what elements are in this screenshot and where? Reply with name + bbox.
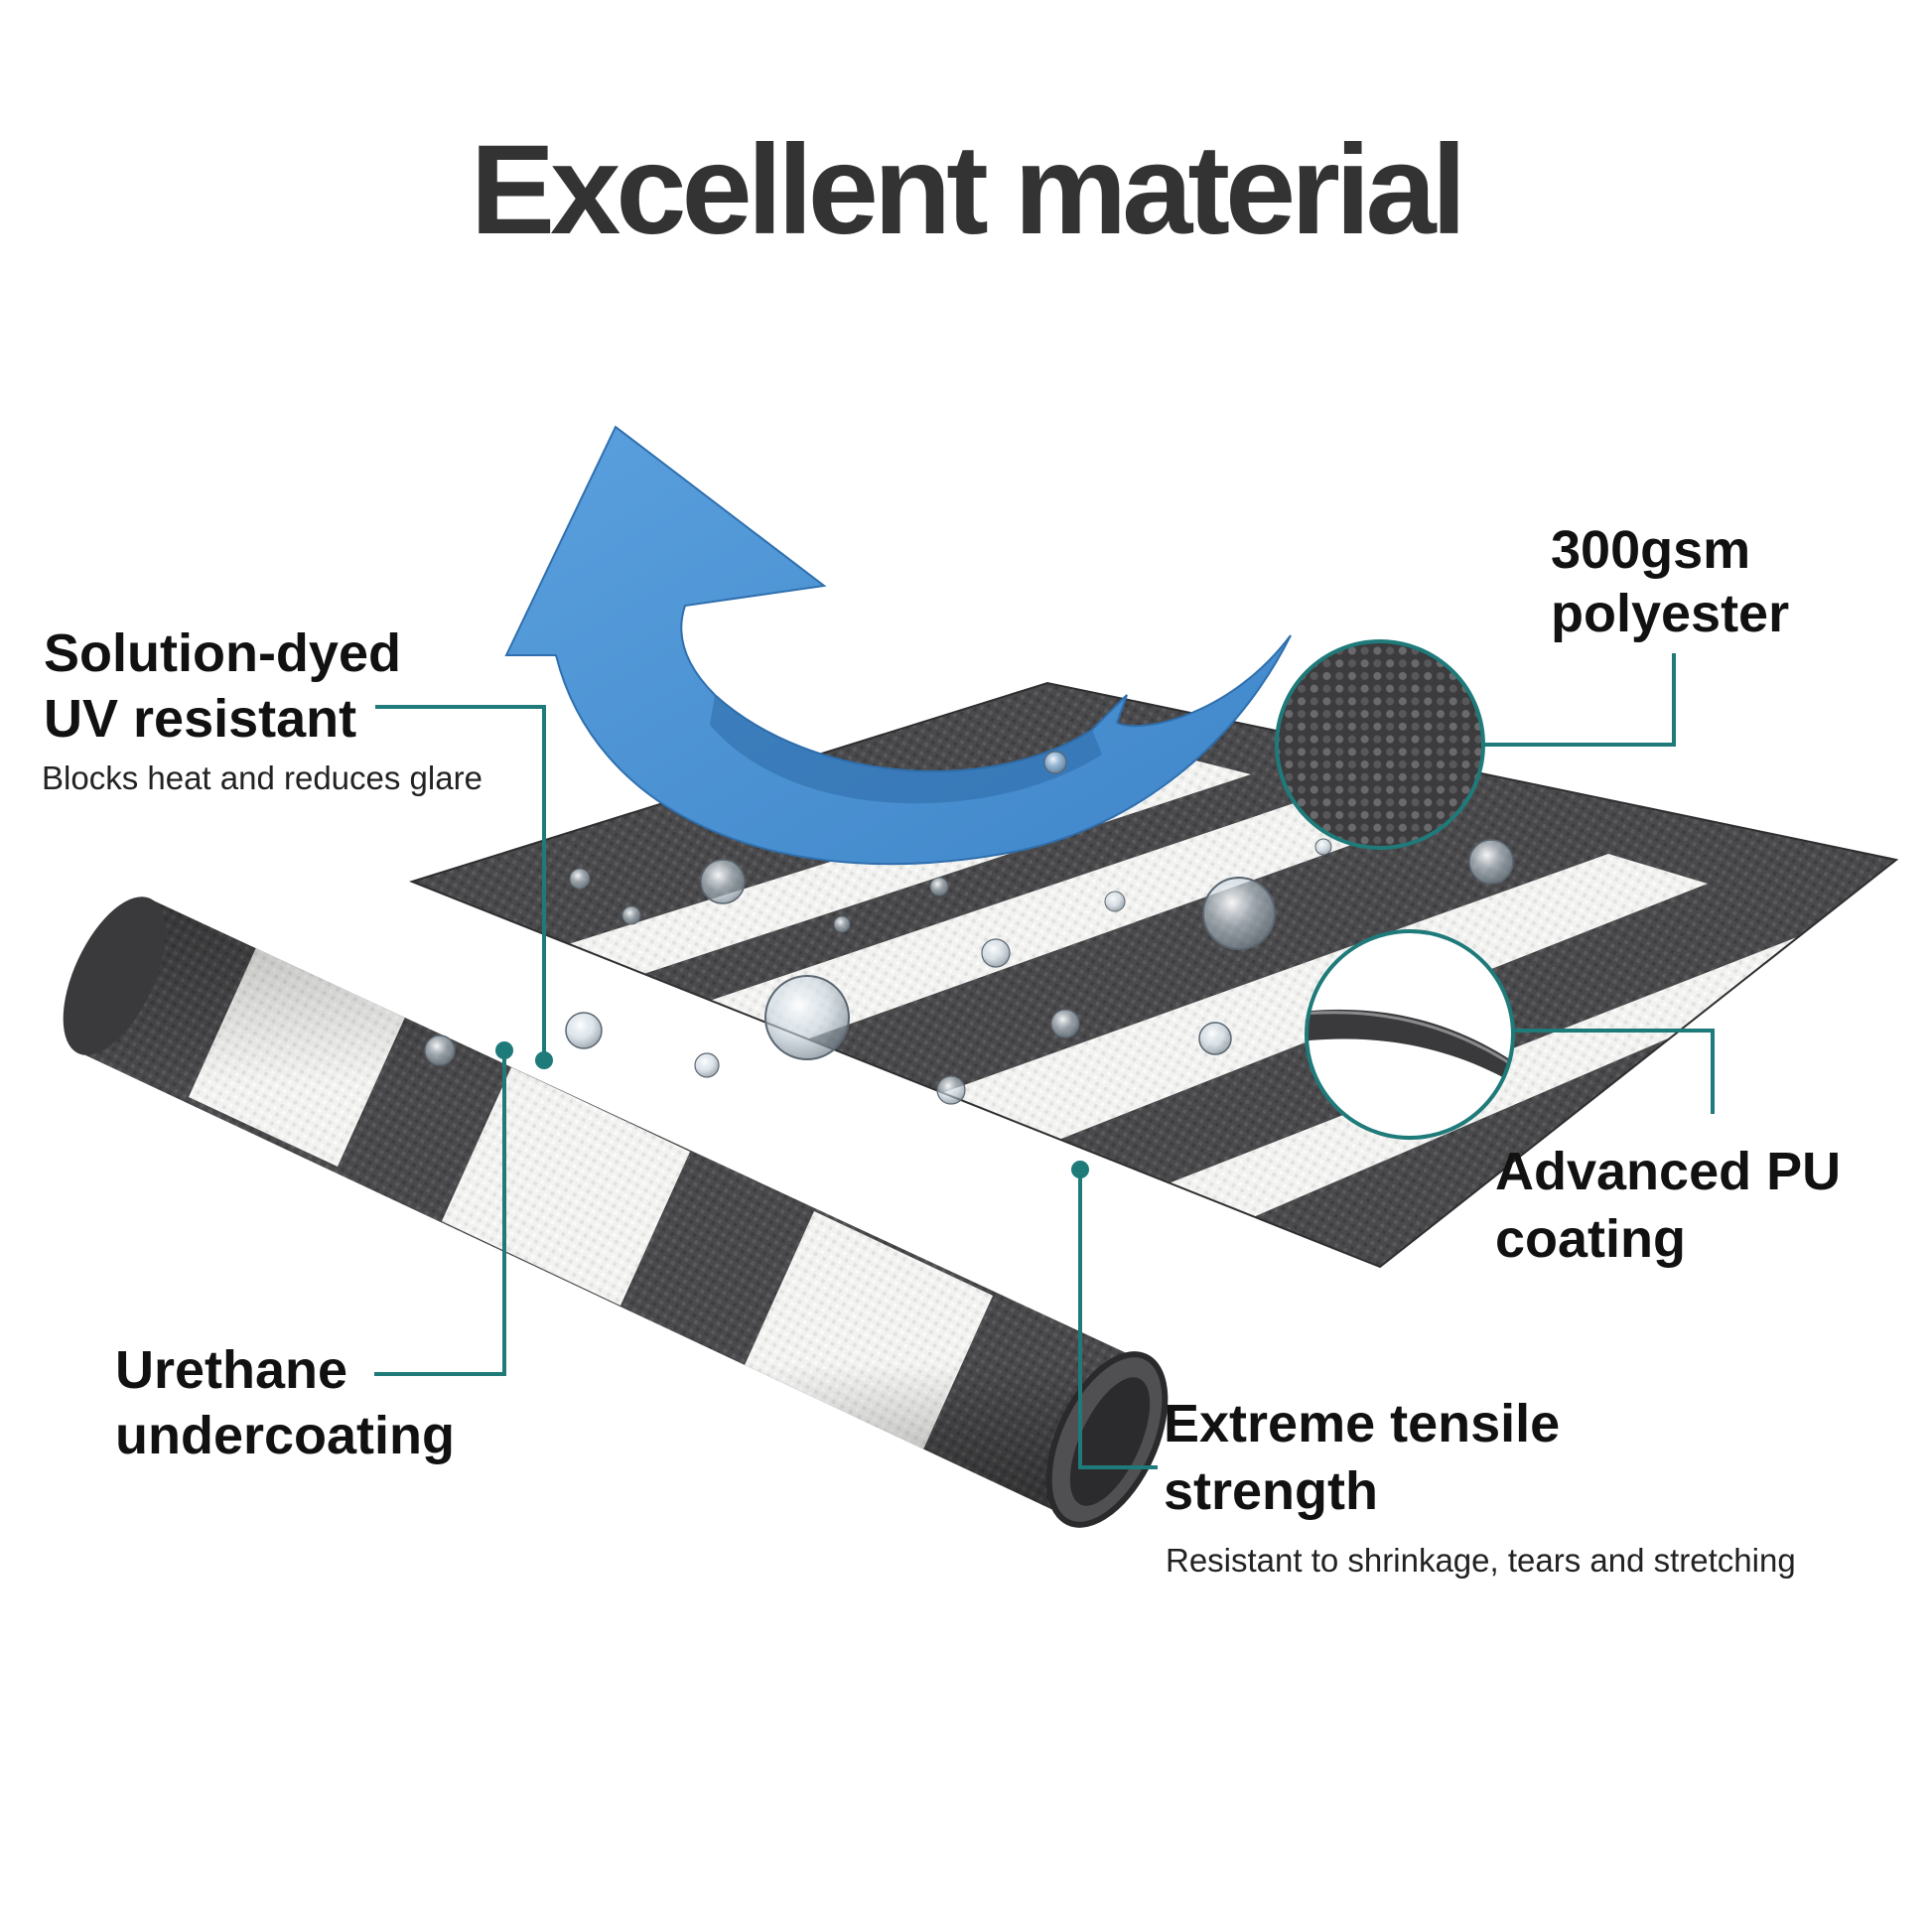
pu-coating-label-line2: coating: [1495, 1209, 1687, 1269]
urethane-label-line2: undercoating: [115, 1406, 456, 1465]
callout-dots: [495, 1041, 1089, 1178]
tensile-label-line2: strength: [1164, 1461, 1378, 1521]
pu-coating-magnifier: [1305, 929, 1515, 1140]
solution-dyed-label-line2: UV resistant: [44, 689, 357, 749]
polyester-weave-magnifier: [1275, 639, 1485, 850]
solution-dyed-description: Blocks heat and reduces glare: [42, 759, 483, 796]
urethane-label-line1: Urethane: [115, 1340, 348, 1400]
uv-reflection-arrow-icon: [504, 425, 1292, 866]
callout-lines: [374, 653, 1715, 1469]
page-title: Excellent material: [470, 119, 1467, 261]
polyester-label-line1: 300gsm: [1551, 520, 1751, 580]
pu-coating-label-line1: Advanced PU: [1495, 1142, 1842, 1201]
water-droplets: [424, 751, 1514, 1105]
tensile-label-line1: Extreme tensile: [1164, 1394, 1561, 1453]
solution-dyed-label-line1: Solution-dyed: [44, 623, 401, 683]
polyester-label-line2: polyester: [1551, 584, 1790, 643]
tensile-description: Resistant to shrinkage, tears and stretc…: [1166, 1542, 1796, 1579]
